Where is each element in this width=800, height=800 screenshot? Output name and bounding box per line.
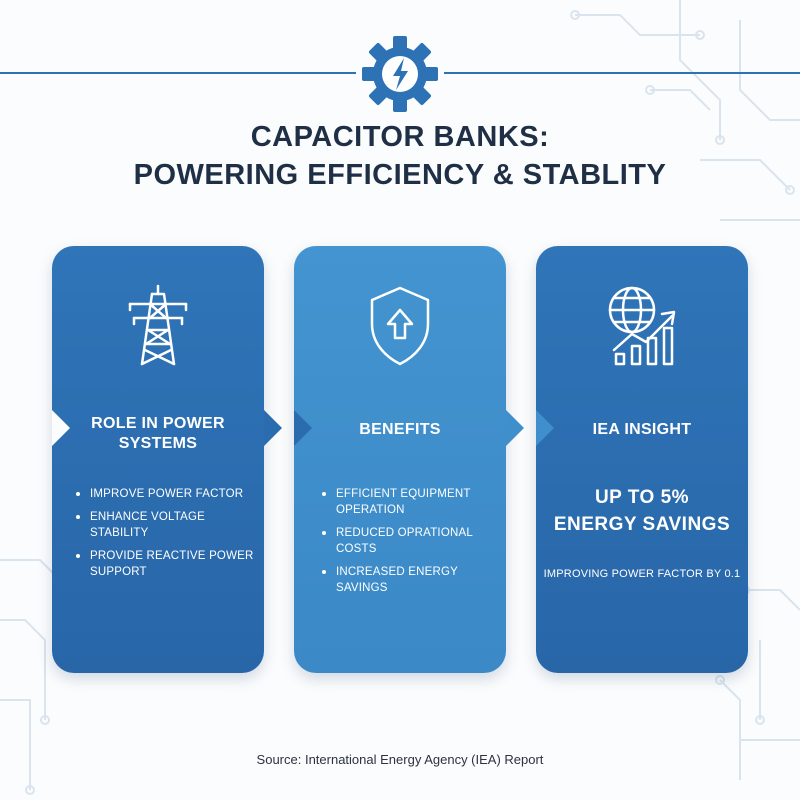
shield-arrow-icon (370, 286, 430, 366)
title-line-2: POWERING EFFICIENCY & STABLITY (133, 159, 667, 191)
transmission-tower-icon (128, 284, 188, 366)
card-benefits: BENEFITS EFFICIENT EQUIPMENT OPERATION R… (294, 246, 506, 673)
bullet-list: IMPROVE POWER FACTOR ENHANCE VOLTAGE STA… (72, 486, 262, 587)
title-line-1: CAPACITOR BANKS: (250, 121, 550, 153)
header-divider-right (444, 72, 800, 74)
bullet-item: ENHANCE VOLTAGE STABILITY (72, 509, 262, 541)
bullet-item: REDUCED OPRATIONAL COSTS (318, 525, 504, 557)
flow-arrow-icon (264, 410, 282, 446)
stat-caption: IMPROVING POWER FACTOR BY 0.1 (543, 568, 741, 580)
stat-line-2: ENERGY SAVINGS (553, 514, 731, 535)
gear-lightning-icon (362, 36, 438, 112)
bullet-item: IMPROVE POWER FACTOR (72, 486, 262, 502)
card-iea-insight: IEA INSIGHT UP TO 5% ENERGY SAVINGS IMPR… (536, 246, 748, 673)
source-citation: Source: International Energy Agency (IEA… (256, 752, 544, 767)
globe-growth-chart-icon (608, 286, 676, 366)
card-role-in-power-systems: ROLE IN POWER SYSTEMS IMPROVE POWER FACT… (52, 246, 264, 673)
card-title: BENEFITS (359, 421, 441, 438)
notch-icon (52, 410, 70, 446)
header-divider-left (0, 72, 356, 74)
stat-value: UP TO 5% ENERGY SAVINGS (536, 484, 748, 538)
card-title: ROLE IN POWER SYSTEMS (91, 415, 225, 452)
card-title: IEA INSIGHT (592, 421, 692, 438)
notch-icon (536, 410, 554, 446)
bullet-list: EFFICIENT EQUIPMENT OPERATION REDUCED OP… (318, 486, 504, 603)
bullet-item: PROVIDE REACTIVE POWER SUPPORT (72, 548, 262, 580)
page-title: CAPACITOR BANKS: POWERING EFFICIENCY & S… (0, 118, 800, 194)
flow-arrow-icon (506, 410, 524, 446)
notch-icon (294, 410, 312, 446)
stat-line-1: UP TO 5% (594, 487, 690, 508)
bullet-item: EFFICIENT EQUIPMENT OPERATION (318, 486, 504, 518)
bullet-item: INCREASED ENERGY SAVINGS (318, 564, 504, 596)
